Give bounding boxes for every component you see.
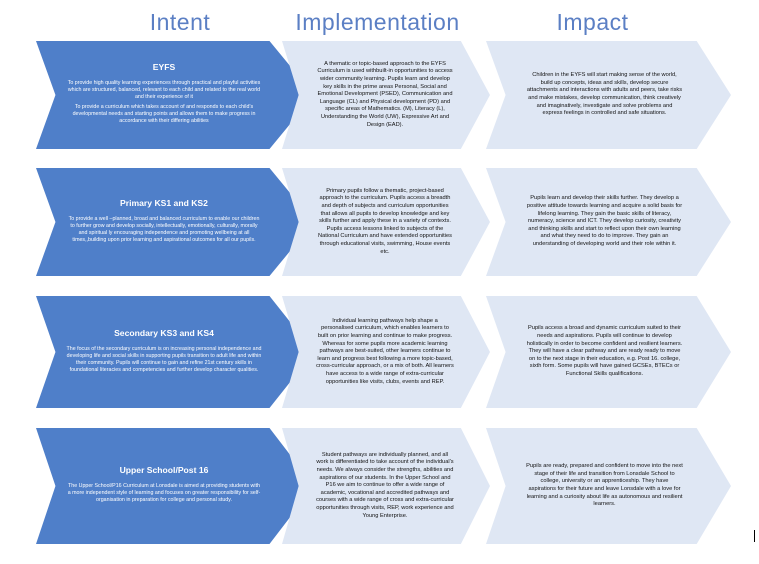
impact-chevron-upper-school: Pupils are ready, prepared and confident… <box>486 428 731 544</box>
implementation-text: Student pathways are individually planne… <box>316 451 454 519</box>
implementation-text: Primary pupils follow a thematic, projec… <box>317 187 453 255</box>
intent-chevron-secondary: Secondary KS3 and KS4 The focus of the s… <box>36 296 314 408</box>
intent-title: Secondary KS3 and KS4 <box>114 327 214 338</box>
implementation-chevron-upper-school: Student pathways are individually planne… <box>282 428 490 544</box>
intent-heading: Intent <box>149 9 211 35</box>
intent-title: EYFS <box>152 62 176 72</box>
intent-paragraph: To provide high quality learning experie… <box>67 80 261 100</box>
implementation-chevron-primary: Primary pupils follow a thematic, projec… <box>282 168 490 276</box>
intent-title: Upper School/Post 16 <box>119 465 209 475</box>
impact-chevron-secondary: Pupils access a broad and dynamic curric… <box>486 296 731 408</box>
intent-chevron-upper-school: Upper School/Post 16 The Upper School/P1… <box>36 428 314 544</box>
intent-chevron-primary: Primary KS1 and KS2 To provide a well –p… <box>36 168 314 276</box>
intent-paragraph: The Upper School/P16 Curriculum at Lonsd… <box>67 483 261 503</box>
implementation-text: Individual learning pathways help shape … <box>316 317 454 385</box>
impact-heading: Impact <box>556 9 629 35</box>
impact-text: Pupils learn and develop their skills fu… <box>526 195 683 247</box>
intent-paragraph: To provide a curriculum which takes acco… <box>72 104 256 124</box>
intent-chevron-eyfs: EYFS To provide high quality learning ex… <box>36 41 314 149</box>
intent-paragraph: To provide a well –planned, broad and ba… <box>68 215 260 243</box>
intent-title: Primary KS1 and KS2 <box>120 197 208 208</box>
text-cursor <box>754 530 755 542</box>
impact-text: Pupils access a broad and dynamic curric… <box>526 325 683 377</box>
implementation-chevron-secondary: Individual learning pathways help shape … <box>282 296 490 408</box>
implementation-text: A thematic or topic-based approach to th… <box>317 60 453 128</box>
implementation-heading: Implementation <box>295 9 460 35</box>
intent-paragraph: The focus of the secondary curriculum is… <box>66 345 262 373</box>
impact-text: Pupils are ready, prepared and confident… <box>526 463 683 508</box>
impact-chevron-primary: Pupils learn and develop their skills fu… <box>486 168 731 276</box>
impact-text: Children in the EYFS will start making s… <box>526 72 683 117</box>
impact-chevron-eyfs: Children in the EYFS will start making s… <box>486 41 731 149</box>
implementation-chevron-eyfs: A thematic or topic-based approach to th… <box>282 41 490 149</box>
